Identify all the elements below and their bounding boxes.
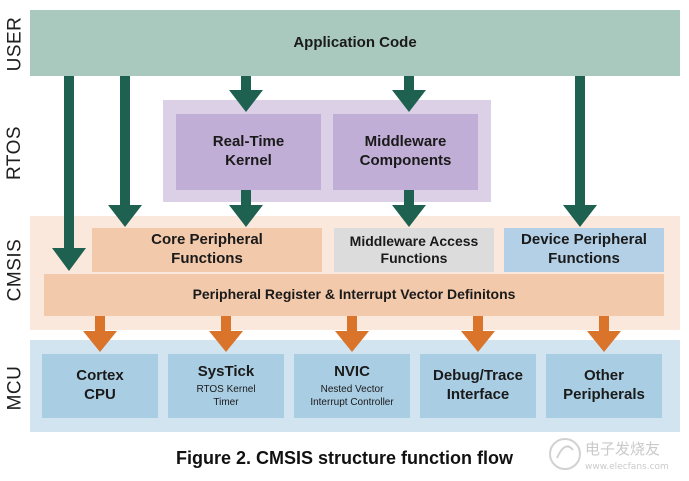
middleware-components-box: Middleware Components — [333, 114, 478, 190]
middleware-access-line1: Middleware Access — [349, 232, 479, 249]
nvic-sub-line2: Interrupt Controller — [310, 397, 394, 409]
other-peripherals-box: Other Peripherals — [546, 354, 662, 418]
watermark-url-text: www.elecfans.com — [585, 462, 669, 472]
systick-title: SysTick — [197, 362, 255, 380]
rtos-kernel-line1: Real-Time — [212, 133, 285, 151]
other-peripherals-line1: Other — [583, 367, 624, 385]
watermark-icon: 电子发烧友 www.elecfans.com — [549, 438, 669, 472]
arrow-to-debug-trace — [461, 316, 495, 352]
arrow-app-to-device-peripheral — [563, 76, 597, 227]
middleware-access-line2: Functions — [380, 250, 448, 266]
systick-sub-line1: RTOS Kernel — [196, 384, 256, 396]
device-peripheral-box: Device Peripheral Functions — [504, 228, 664, 272]
arrow-kernel-to-core-peripheral — [229, 190, 263, 227]
peripheral-register-label: Peripheral Register & Interrupt Vector D… — [192, 286, 516, 303]
middleware-components-line2: Components — [359, 152, 452, 169]
core-peripheral-line2: Functions — [171, 250, 243, 267]
figure-caption: Figure 2. CMSIS structure function flow — [175, 448, 514, 468]
cortex-cpu-line1: Cortex — [76, 367, 124, 385]
core-peripheral-line1: Core Peripheral — [151, 231, 263, 249]
debug-trace-line1: Debug/Trace — [432, 367, 524, 385]
rtos-kernel-box: Real-Time Kernel — [176, 114, 321, 190]
other-peripherals-line2: Peripherals — [563, 386, 645, 403]
arrow-app-to-core-peripheral — [108, 76, 142, 227]
cortex-cpu-line2: CPU — [84, 386, 116, 403]
watermark-logo: 电子发烧友 www.elecfans.com — [545, 432, 685, 476]
device-peripheral-line2: Functions — [548, 250, 620, 267]
arrow-middleware-to-access — [392, 190, 426, 227]
rtos-kernel-line2: Kernel — [225, 152, 272, 169]
arrow-to-systick — [209, 316, 243, 352]
arrow-to-nvic — [335, 316, 369, 352]
core-peripheral-box: Core Peripheral Functions — [92, 228, 322, 272]
middleware-components-line1: Middleware — [364, 133, 447, 151]
nvic-title: NVIC — [334, 362, 370, 380]
nvic-sub-line1: Nested Vector — [320, 384, 384, 396]
arrow-to-other-peripherals — [587, 316, 621, 352]
arrow-to-cortex-cpu — [83, 316, 117, 352]
watermark-cn-text: 电子发烧友 — [585, 440, 660, 458]
peripheral-register-box: Peripheral Register & Interrupt Vector D… — [44, 274, 664, 316]
debug-trace-box: Debug/Trace Interface — [420, 354, 536, 418]
arrow-app-to-rtos-kernel — [229, 76, 263, 112]
debug-trace-line2: Interface — [446, 386, 510, 403]
arrow-app-to-register — [52, 76, 86, 271]
cortex-cpu-box: Cortex CPU — [42, 354, 158, 418]
application-code-label: Application Code — [293, 33, 417, 51]
middleware-access-box: Middleware Access Functions — [334, 228, 494, 272]
arrow-app-to-middleware — [392, 76, 426, 112]
application-code-band: Application Code — [30, 10, 680, 76]
device-peripheral-line1: Device Peripheral — [521, 231, 647, 249]
systick-sub-line2: Timer — [213, 397, 239, 409]
